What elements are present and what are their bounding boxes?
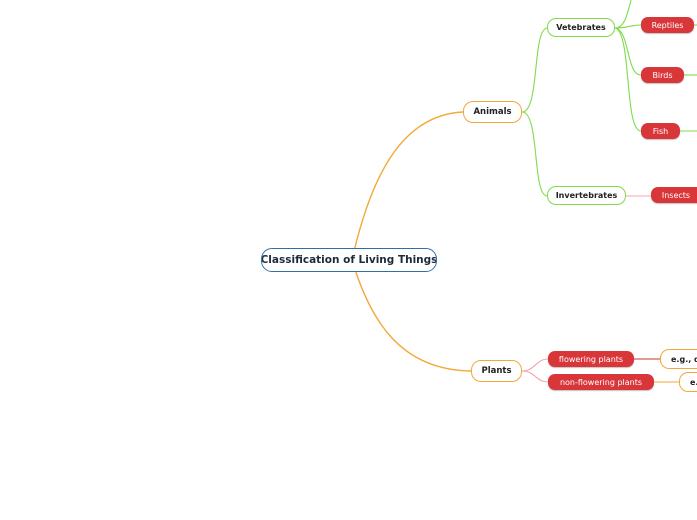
vertebrates-node-label: Vetebrates	[556, 23, 606, 32]
link-root-animals	[351, 111, 464, 261]
link-vertebrates-fish	[614, 27, 642, 132]
animals-node[interactable]: Animals	[463, 101, 522, 123]
flowering-plants-node-label: flowering plants	[558, 354, 624, 364]
birds-node[interactable]: Birds	[641, 67, 684, 83]
reptiles-node[interactable]: Reptiles	[641, 17, 694, 33]
link-vertebrates-reptiles	[614, 24, 642, 29]
root-node-label: Classification of Living Things	[261, 254, 437, 266]
fish-node-label: Fish	[652, 126, 669, 136]
animals-node-label: Animals	[473, 107, 512, 117]
vertebrates-node[interactable]: Vetebrates	[547, 18, 615, 37]
non-flowering-example-node-label: e.	[690, 377, 697, 387]
invertebrates-node-label: Invertebrates	[555, 191, 618, 200]
flowering-example-node[interactable]: e.g., da	[660, 349, 697, 369]
birds-node-label: Birds	[652, 70, 673, 80]
root-node[interactable]: Classification of Living Things	[261, 248, 437, 272]
non-flowering-plants-node[interactable]: non-flowering plants	[548, 374, 654, 390]
plants-node[interactable]: Plants	[471, 360, 522, 382]
plants-node-label: Plants	[481, 366, 512, 376]
link-root-plants	[351, 259, 472, 372]
flowering-plants-node[interactable]: flowering plants	[548, 351, 634, 367]
insects-node[interactable]: Insects	[651, 187, 697, 203]
invertebrates-node[interactable]: Invertebrates	[547, 186, 626, 205]
non-flowering-plants-node-label: non-flowering plants	[559, 377, 643, 387]
non-flowering-example-node[interactable]: e.	[679, 372, 697, 392]
link-animals-invertebrates	[521, 111, 548, 197]
link-plants-flowering	[521, 358, 549, 372]
link-animals-vertebrates	[521, 27, 548, 113]
insects-node-label: Insects	[661, 190, 691, 200]
reptiles-node-label: Reptiles	[651, 20, 684, 30]
flowering-example-node-label: e.g., da	[671, 354, 697, 364]
link-vertebrates-up	[614, 0, 632, 29]
link-vertebrates-birds	[614, 27, 642, 76]
link-plants-nonflowering	[521, 370, 549, 383]
fish-node[interactable]: Fish	[641, 123, 680, 139]
